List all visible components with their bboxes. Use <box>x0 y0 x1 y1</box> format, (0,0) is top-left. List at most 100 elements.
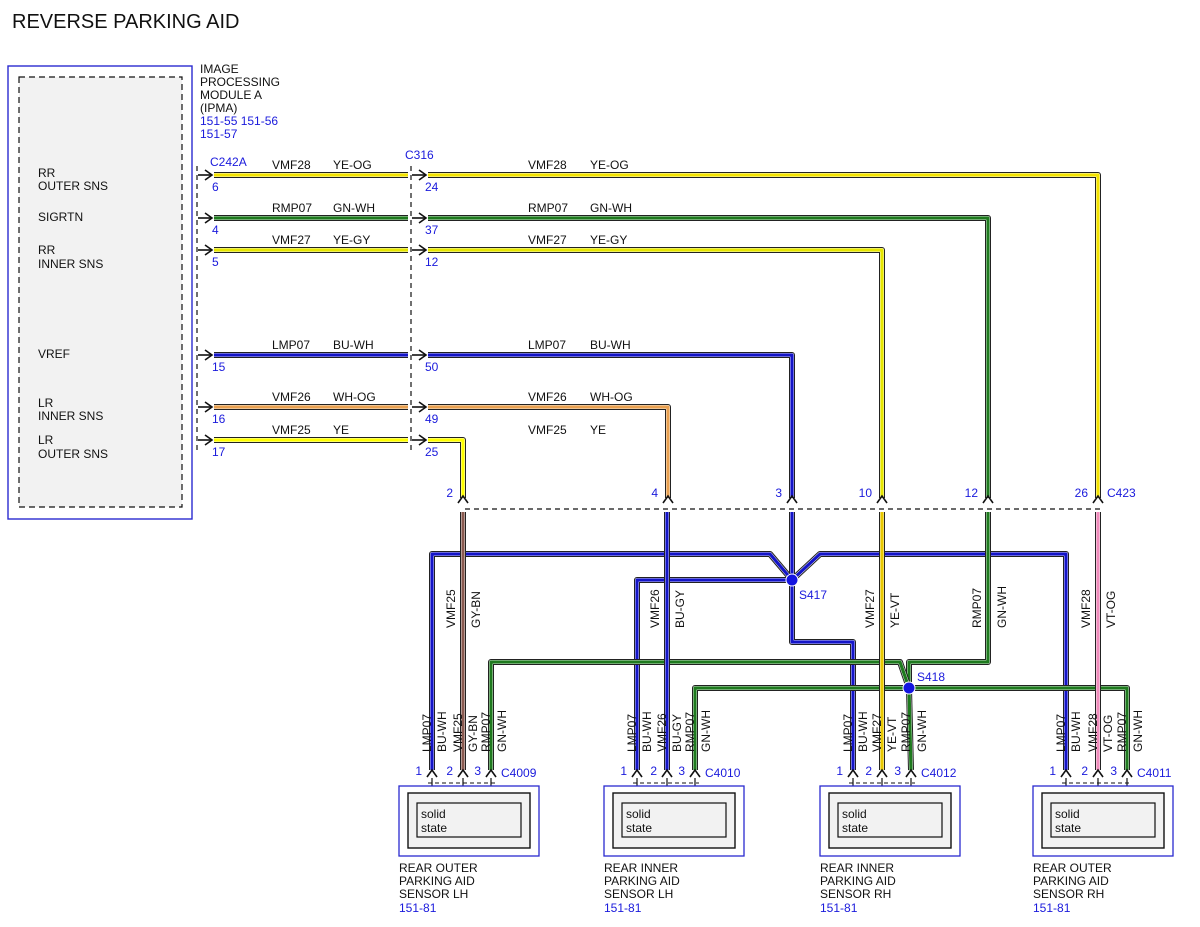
module-pin-number: 6 <box>212 180 219 194</box>
wire-lmp07-to-c4012 <box>789 580 856 770</box>
wire-color-label: YE-GY <box>590 233 627 247</box>
wire-circuit-label: VMF28 <box>528 158 567 172</box>
sensor-wire-circuit-label: VMF25 <box>451 713 465 752</box>
module-pin-number: 17 <box>212 445 226 459</box>
wire-rmp07-to-c4011-stripe <box>909 686 1129 770</box>
pin-label: OUTER SNS <box>38 179 108 193</box>
wire-rmp07-to-c4011 <box>909 685 1130 770</box>
sensor-pin-arrow <box>426 768 438 778</box>
sensor-wire-circuit-label: VMF26 <box>655 713 669 752</box>
bus-wire-circuit-label: VMF28 <box>1079 589 1093 628</box>
sensor-name-line: PARKING AID <box>820 874 896 888</box>
sensor-wire-circuit-label: LMP07 <box>420 714 434 752</box>
bus-pin-number: 2 <box>446 486 453 500</box>
connector-c423-label: C423 <box>1107 486 1136 500</box>
module-name-line: IMAGE <box>200 62 239 76</box>
sensor-wire-circuit-label: LMP07 <box>1054 714 1068 752</box>
module-name-line: MODULE A <box>200 88 262 102</box>
sensor-pin-arrow <box>457 768 469 778</box>
sensor-ref: 151-81 <box>604 901 642 915</box>
wire-color-label: YE-GY <box>333 233 370 247</box>
pin-label: LR <box>38 396 54 410</box>
splice-s418 <box>902 681 916 695</box>
wire-vmf27-right-core <box>428 248 884 498</box>
wire-vmf26-right <box>428 404 671 498</box>
wire-circuit-label: VMF27 <box>272 233 311 247</box>
sensor-name-line: PARKING AID <box>1033 874 1109 888</box>
wire-vmf28-right <box>428 172 1101 498</box>
sensor-pin-arrow <box>661 768 673 778</box>
bus-wire-color-label: GY-BN <box>469 591 483 628</box>
sensor-connector-label: C4009 <box>501 766 537 780</box>
module-name-line: (IPMA) <box>200 101 237 115</box>
inline-pin-number: 49 <box>425 412 439 426</box>
bus-wire-circuit-label: VMF25 <box>444 589 458 628</box>
sensor-pin-arrow <box>847 768 859 778</box>
sensor-pin-arrow <box>631 768 643 778</box>
wire-vmf27-right <box>428 247 885 498</box>
bus-wire-circuit-label: VMF27 <box>863 589 877 628</box>
sensor-wire-circuit-label: RMP07 <box>1115 712 1129 752</box>
sensor-ref: 151-81 <box>1033 901 1071 915</box>
bus-pin-number: 4 <box>651 486 658 500</box>
wire-lmp07-right-core <box>428 353 794 498</box>
wire-lmp07-right <box>428 352 795 498</box>
sensor-wire-color-label: BU-WH <box>435 711 449 752</box>
sensor-solid-state-box <box>621 802 727 838</box>
bus-wire-color-label: VT-OG <box>1104 591 1118 628</box>
sensor-name-line: SENSOR RH <box>820 887 891 901</box>
sensor-wire-circuit-label: LMP07 <box>841 714 855 752</box>
pin-label: RR <box>38 243 56 257</box>
pin-label: OUTER SNS <box>38 447 108 461</box>
sensor-wire-circuit-label: VMF27 <box>870 713 884 752</box>
splice-s418-label: S418 <box>917 670 945 684</box>
sensor-connector-label: C4011 <box>1137 766 1172 780</box>
pin-arrow-bus <box>1092 494 1104 504</box>
sensor-state-text: solid <box>1055 807 1080 821</box>
wire-rmp07-bus-to-s418-stripe <box>907 512 990 688</box>
sensor-name-line: PARKING AID <box>604 874 680 888</box>
sensor-pin-number: 3 <box>678 764 685 778</box>
sensor-pin-number: 3 <box>894 764 901 778</box>
wire-vmf26-right-stripe <box>428 405 670 498</box>
wire-rmp07-right-stripe <box>428 216 990 498</box>
sensor-connector-label: C4010 <box>705 766 741 780</box>
bus-wire-color-label: BU-GY <box>673 590 687 628</box>
sensor-pin-number: 2 <box>650 764 657 778</box>
sensor-wire-color-label: VT-OG <box>1101 715 1115 752</box>
wire-vmf28-right-outline <box>428 172 1101 498</box>
wire-rmp07-to-c4009 <box>488 659 912 770</box>
sensor-state-text: state <box>1055 821 1081 835</box>
wire-vmf27-right-outline <box>428 247 885 498</box>
sensor-wire-circuit-label: RMP07 <box>479 712 493 752</box>
wire-circuit-label: VMF25 <box>528 423 567 437</box>
module-refs: 151-57 <box>200 127 238 141</box>
wire-color-label: YE <box>333 423 349 437</box>
pin-label: RR <box>38 166 56 180</box>
sensor-pin-number: 3 <box>1110 764 1117 778</box>
sensor-wire-circuit-label: VMF28 <box>1086 713 1100 752</box>
sensor-connector-label: C4012 <box>921 766 957 780</box>
wire-lmp07-to-c4010 <box>634 577 792 770</box>
wire-color-label: GN-WH <box>333 201 375 215</box>
sensor-pin-arrow <box>485 768 497 778</box>
wire-vmf25-right <box>428 437 466 498</box>
sensor-pin-number: 1 <box>415 764 422 778</box>
sensor-state-text: state <box>421 821 447 835</box>
pin-label: LR <box>38 433 54 447</box>
wire-lmp07-to-c4012-stripe <box>790 580 855 770</box>
sensor-pin-number: 2 <box>1081 764 1088 778</box>
sensor-pin-number: 2 <box>865 764 872 778</box>
pin-label: SIGRTN <box>38 210 83 224</box>
sensor-state-text: state <box>626 821 652 835</box>
wire-color-label: YE <box>590 423 606 437</box>
splice-s417 <box>785 573 799 587</box>
wire-vmf27-right-stripe <box>428 248 884 498</box>
pin-label: INNER SNS <box>38 409 103 423</box>
sensor-pin-arrow <box>689 768 701 778</box>
sensor-name-line: REAR OUTER <box>399 861 478 875</box>
connector-c242a-label: C242A <box>210 155 247 169</box>
sensor-solid-state-box <box>1050 802 1156 838</box>
wire-circuit-label: LMP07 <box>528 338 566 352</box>
